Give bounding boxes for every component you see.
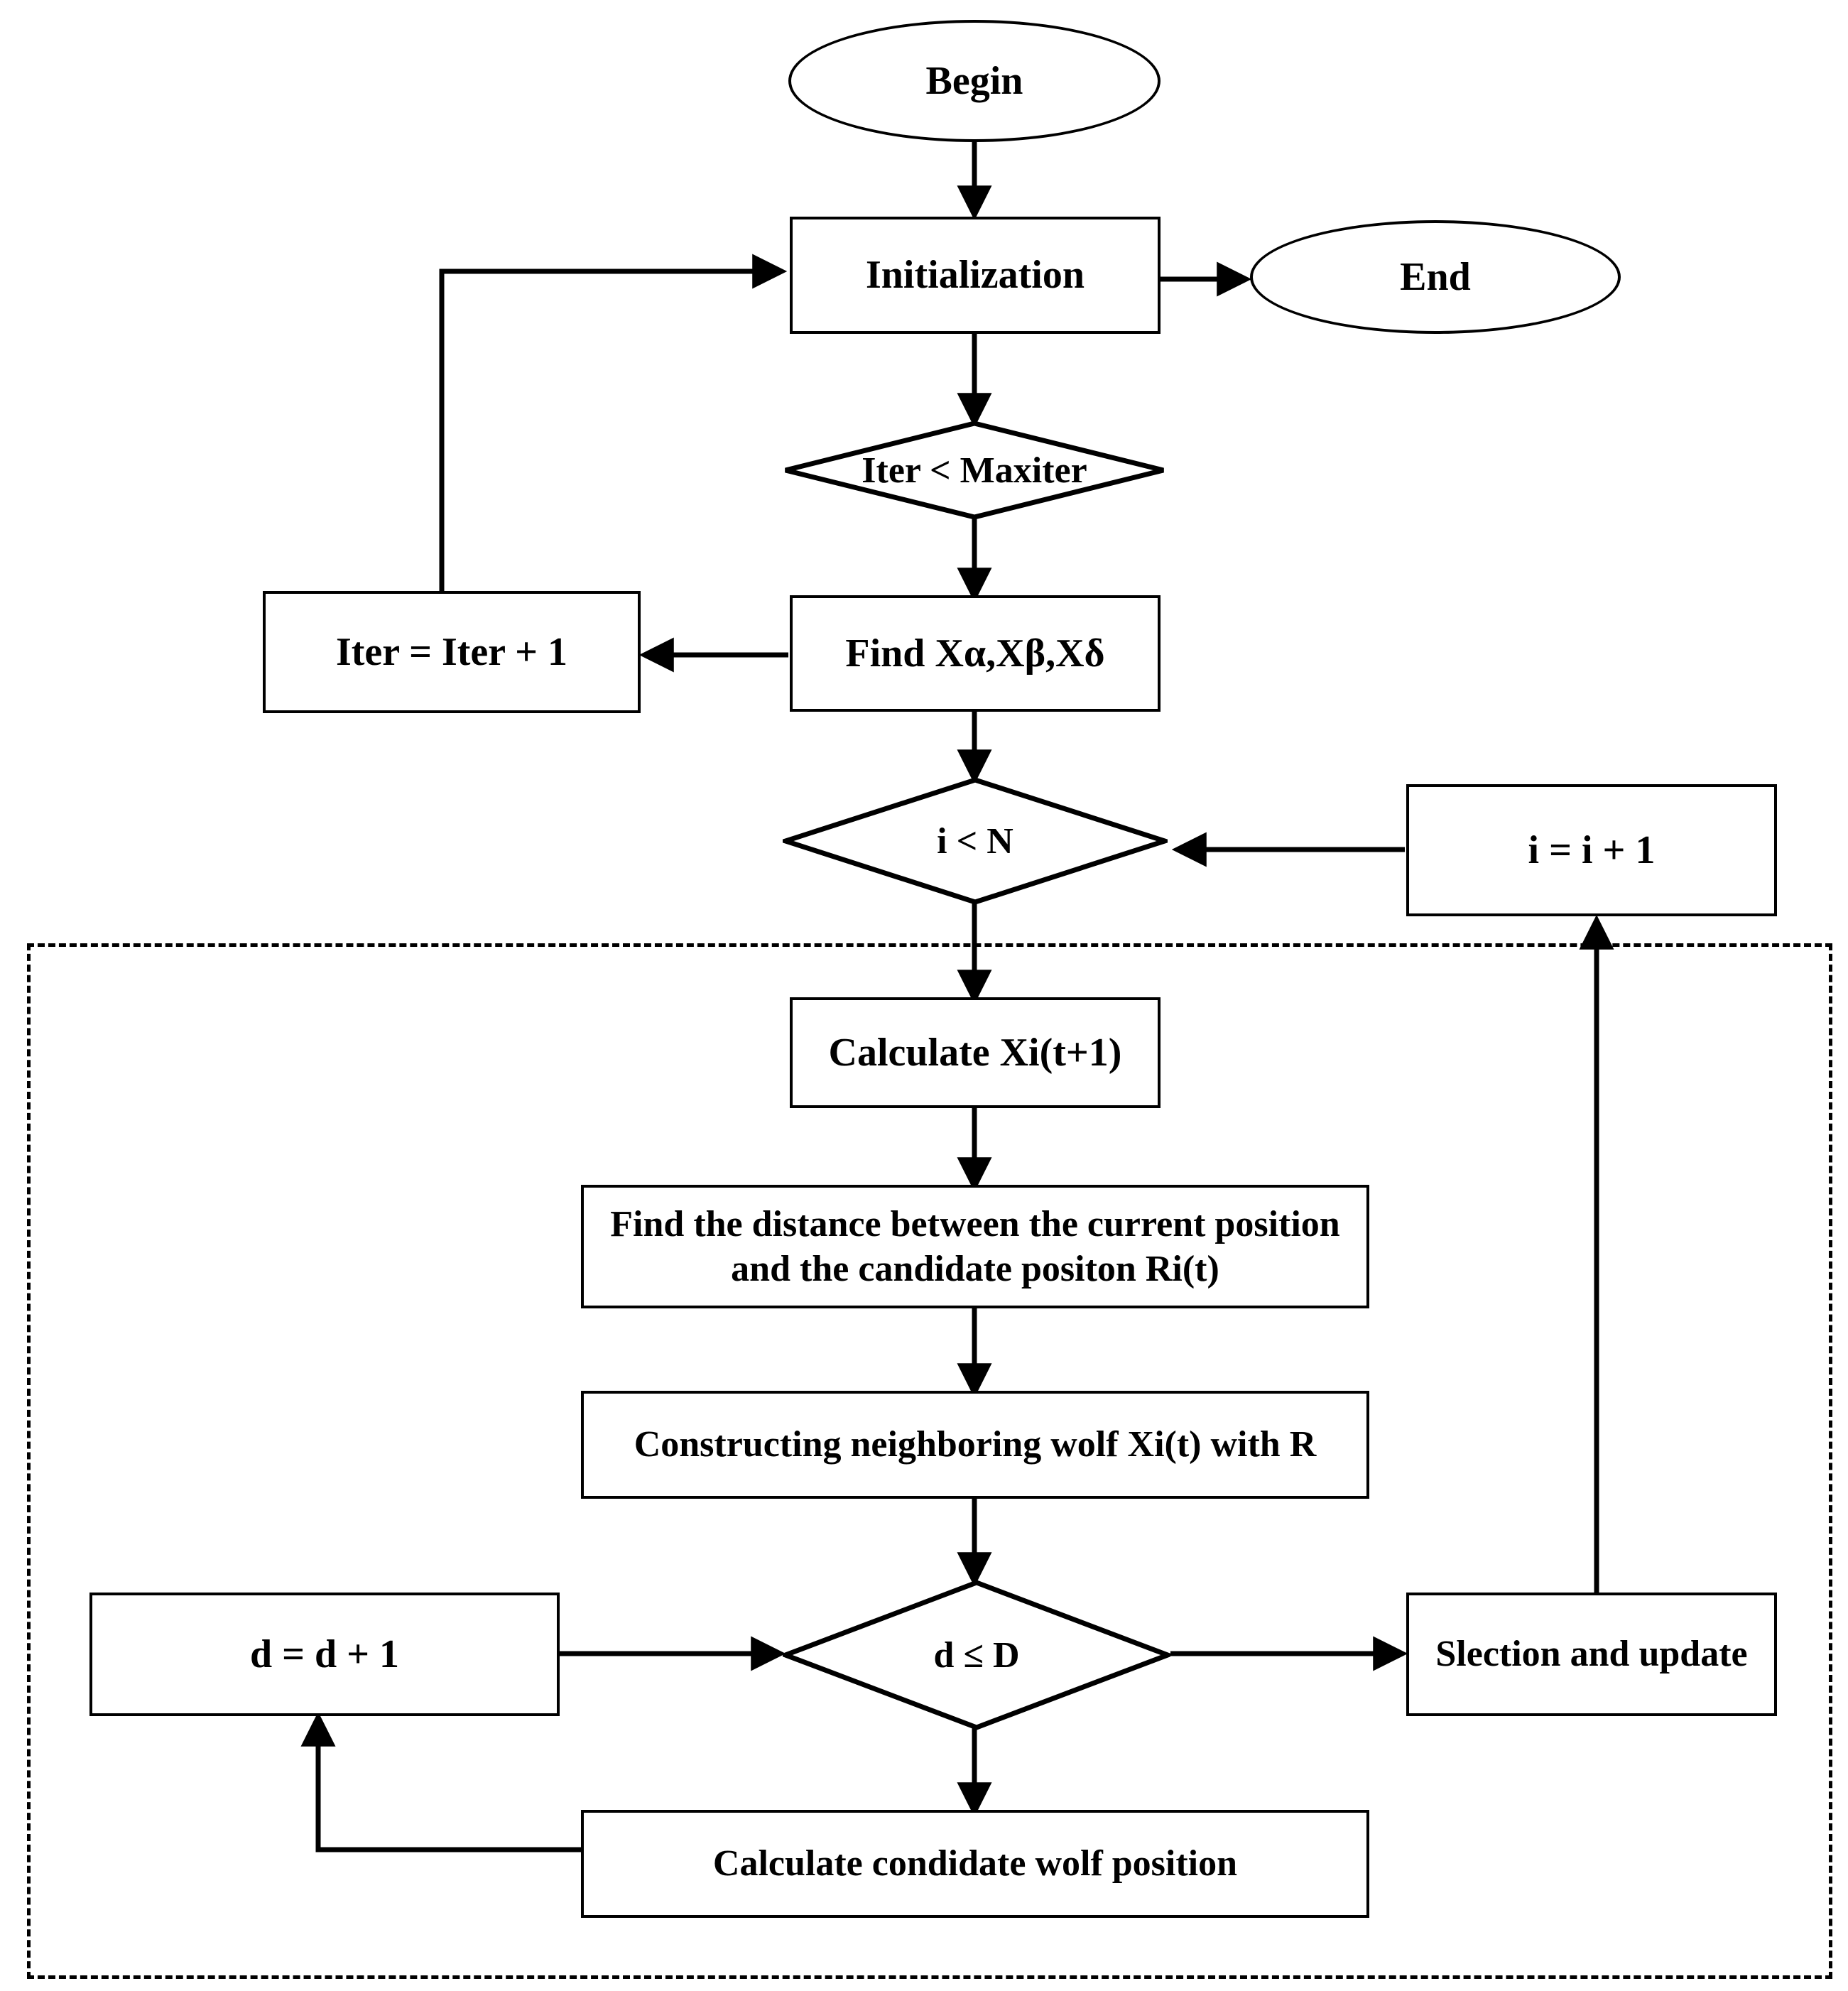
node-calculate-xi-label: Calculate Xi(t+1) bbox=[828, 1030, 1122, 1075]
node-selection-update-label: Slection and update bbox=[1435, 1634, 1748, 1675]
node-d-increment[interactable]: d = d + 1 bbox=[89, 1593, 560, 1716]
inner-loop-dashed-region bbox=[27, 943, 1832, 1979]
node-i-condition[interactable]: i < N bbox=[783, 777, 1168, 905]
node-selection-update[interactable]: Slection and update bbox=[1406, 1593, 1777, 1716]
node-d-condition[interactable]: d ≤ D bbox=[783, 1580, 1170, 1730]
node-end-label: End bbox=[1400, 254, 1471, 299]
node-iter-increment-label: Iter = Iter + 1 bbox=[335, 629, 568, 674]
node-initialization-label: Initialization bbox=[865, 253, 1085, 298]
node-find-distance-line2: and the candidate positon Ri(t) bbox=[731, 1249, 1219, 1289]
edge-iter-increment-to-initialization bbox=[439, 254, 788, 591]
node-begin-label: Begin bbox=[925, 58, 1023, 103]
node-find-leaders[interactable]: Find Xα,Xβ,Xδ bbox=[790, 595, 1161, 712]
node-iter-condition[interactable]: Iter < Maxiter bbox=[783, 421, 1166, 520]
node-initialization[interactable]: Initialization bbox=[790, 217, 1161, 334]
node-end[interactable]: End bbox=[1250, 220, 1621, 334]
node-i-increment[interactable]: i = i + 1 bbox=[1406, 784, 1777, 916]
node-calculate-candidate-label: Calculate condidate wolf position bbox=[712, 1843, 1238, 1884]
node-find-leaders-label: Find Xα,Xβ,Xδ bbox=[845, 631, 1105, 676]
node-iter-increment[interactable]: Iter = Iter + 1 bbox=[263, 591, 641, 713]
node-constructing-neighbor-label: Constructing neighboring wolf Xi(t) with… bbox=[634, 1424, 1317, 1465]
node-find-distance-line1: Find the distance between the current po… bbox=[610, 1203, 1340, 1244]
node-calculate-xi[interactable]: Calculate Xi(t+1) bbox=[790, 997, 1161, 1108]
node-begin[interactable]: Begin bbox=[788, 20, 1161, 142]
node-constructing-neighbor[interactable]: Constructing neighboring wolf Xi(t) with… bbox=[581, 1391, 1369, 1499]
node-find-distance[interactable]: Find the distance between the current po… bbox=[581, 1185, 1369, 1308]
node-calculate-candidate[interactable]: Calculate condidate wolf position bbox=[581, 1810, 1369, 1918]
node-i-increment-label: i = i + 1 bbox=[1528, 828, 1656, 872]
node-d-increment-label: d = d + 1 bbox=[249, 1632, 400, 1676]
